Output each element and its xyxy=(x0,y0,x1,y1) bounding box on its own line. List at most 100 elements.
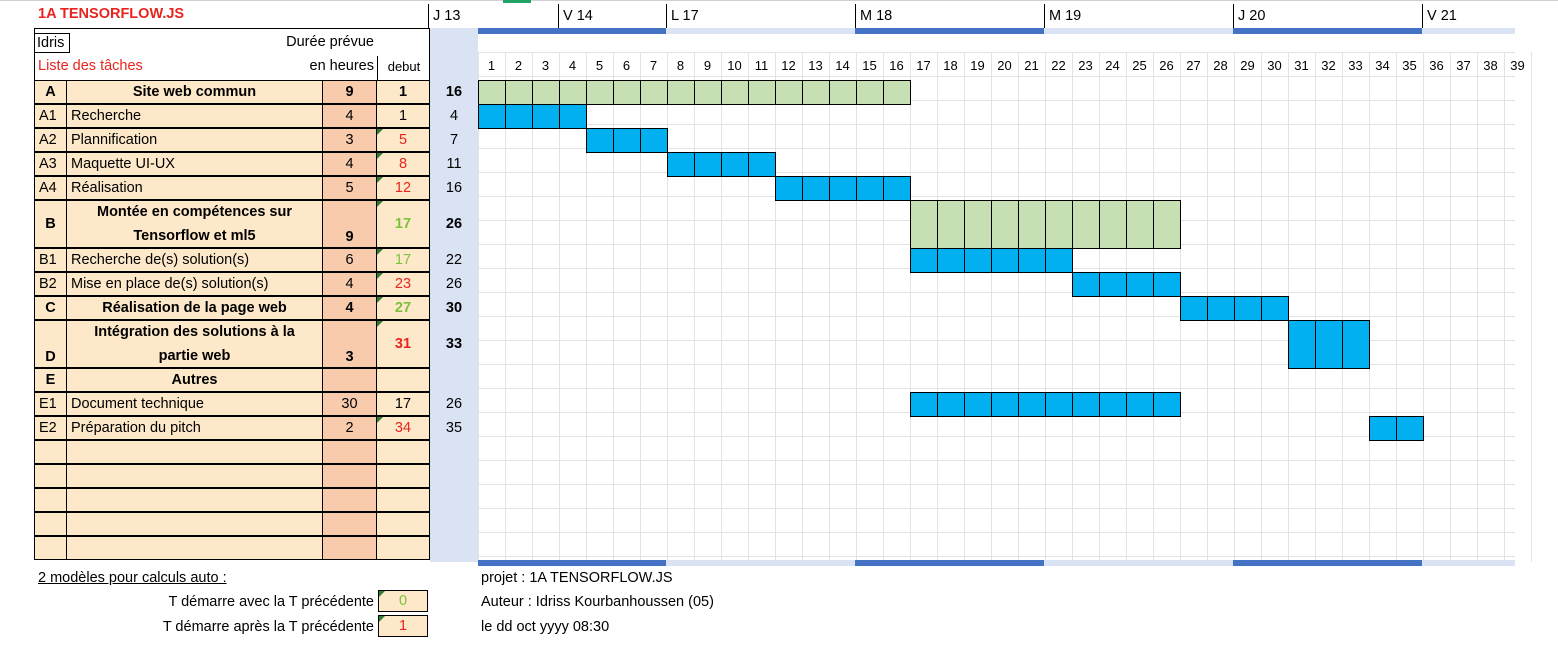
task-name-cell[interactable]: Préparation du pitch xyxy=(67,416,323,440)
task-id-cell[interactable]: E1 xyxy=(34,392,67,416)
task-start-cell[interactable]: 1 xyxy=(377,104,430,128)
task-duration-cell[interactable] xyxy=(323,512,377,536)
task-id-cell[interactable]: C xyxy=(34,296,67,320)
task-id-cell[interactable]: A1 xyxy=(34,104,67,128)
task-end-cell[interactable]: 16 xyxy=(445,180,463,196)
task-name-cell[interactable]: Mise en place de(s) solution(s) xyxy=(67,272,323,296)
task-duration-cell[interactable] xyxy=(323,464,377,488)
task-start-cell[interactable] xyxy=(377,464,430,488)
task-duration-cell[interactable]: 9 xyxy=(323,200,377,248)
task-duration-cell[interactable] xyxy=(323,488,377,512)
task-end-cell[interactable] xyxy=(430,464,478,488)
task-id-cell[interactable]: B1 xyxy=(34,248,67,272)
task-end-cell[interactable] xyxy=(430,368,478,392)
task-end-cell[interactable] xyxy=(430,512,478,536)
task-id-cell[interactable]: E xyxy=(34,368,67,392)
task-duration-cell[interactable]: 9 xyxy=(323,80,377,104)
task-end-cell[interactable]: 26 xyxy=(445,276,463,292)
task-duration-cell[interactable] xyxy=(323,536,377,560)
task-id-cell[interactable]: A3 xyxy=(34,152,67,176)
model1-value[interactable]: 0 xyxy=(378,590,428,612)
task-id-cell[interactable]: E2 xyxy=(34,416,67,440)
task-start-cell[interactable] xyxy=(377,440,430,464)
task-start-cell[interactable]: 17 xyxy=(377,392,430,416)
week-band xyxy=(1233,28,1422,34)
day-number: 33 xyxy=(1348,58,1363,73)
task-name-cell[interactable]: Plannification xyxy=(67,128,323,152)
task-start-cell[interactable]: 17 xyxy=(377,200,430,248)
task-duration-cell[interactable]: 4 xyxy=(323,104,377,128)
task-duration-cell[interactable]: 4 xyxy=(323,272,377,296)
gantt-day-cell xyxy=(1045,248,1073,273)
task-name-cell[interactable]: Maquette UI-UX xyxy=(67,152,323,176)
task-name-cell[interactable]: Document technique xyxy=(67,392,323,416)
task-name-cell[interactable]: Réalisation xyxy=(67,176,323,200)
task-end-cell[interactable]: 26 xyxy=(445,216,463,232)
task-end-cell[interactable]: 35 xyxy=(445,420,463,436)
task-duration-cell[interactable]: 30 xyxy=(323,392,377,416)
task-id-cell[interactable] xyxy=(34,536,67,560)
task-start-cell[interactable] xyxy=(377,536,430,560)
task-end-cell[interactable]: 16 xyxy=(445,84,463,100)
task-start-cell[interactable]: 5 xyxy=(377,128,430,152)
task-id-cell[interactable]: A4 xyxy=(34,176,67,200)
task-start-cell[interactable]: 12 xyxy=(377,176,430,200)
task-duration-cell[interactable]: 4 xyxy=(323,152,377,176)
task-duration-cell[interactable] xyxy=(323,368,377,392)
task-name-cell[interactable] xyxy=(67,536,323,560)
task-duration-cell[interactable]: 3 xyxy=(323,320,377,368)
task-duration-cell[interactable]: 4 xyxy=(323,296,377,320)
owner-cell[interactable]: Idris xyxy=(34,33,70,53)
task-start-cell[interactable] xyxy=(377,488,430,512)
task-id-cell[interactable]: B xyxy=(34,200,67,248)
task-start-cell[interactable] xyxy=(377,368,430,392)
task-end-cell[interactable] xyxy=(430,488,478,512)
task-name-cell[interactable]: Recherche xyxy=(67,104,323,128)
gantt-day-cell xyxy=(1099,392,1127,417)
task-end-cell[interactable]: 11 xyxy=(446,156,462,172)
task-start-cell[interactable]: 17 xyxy=(377,248,430,272)
task-end-cell[interactable]: 4 xyxy=(449,108,459,124)
task-duration-cell[interactable]: 3 xyxy=(323,128,377,152)
task-name-cell[interactable]: Site web commun xyxy=(67,80,323,104)
day-number: 7 xyxy=(649,58,658,73)
task-name-cell[interactable] xyxy=(67,512,323,536)
task-id-cell[interactable] xyxy=(34,488,67,512)
task-start-cell[interactable]: 23 xyxy=(377,272,430,296)
model2-value[interactable]: 1 xyxy=(378,615,428,637)
task-id-cell[interactable] xyxy=(34,440,67,464)
day-number: 6 xyxy=(622,58,631,73)
task-id-cell[interactable] xyxy=(34,512,67,536)
task-end-cell[interactable]: 33 xyxy=(445,336,463,352)
task-end-cell[interactable]: 30 xyxy=(445,300,463,316)
task-start-cell[interactable]: 1 xyxy=(377,80,430,104)
task-end-cell[interactable]: 22 xyxy=(445,252,463,268)
task-start-cell[interactable]: 8 xyxy=(377,152,430,176)
task-start-cell[interactable]: 27 xyxy=(377,296,430,320)
task-duration-cell[interactable]: 2 xyxy=(323,416,377,440)
task-name-cell[interactable]: Recherche de(s) solution(s) xyxy=(67,248,323,272)
task-id-cell[interactable] xyxy=(34,464,67,488)
task-id-cell[interactable]: A2 xyxy=(34,128,67,152)
task-duration-cell[interactable]: 6 xyxy=(323,248,377,272)
task-end-cell[interactable]: 7 xyxy=(449,132,459,148)
task-name-cell[interactable] xyxy=(67,464,323,488)
task-end-cell[interactable] xyxy=(430,536,478,560)
task-id-cell[interactable]: D xyxy=(34,320,67,368)
task-name-cell[interactable] xyxy=(67,488,323,512)
task-end-cell[interactable] xyxy=(430,440,478,464)
task-id-cell[interactable]: B2 xyxy=(34,272,67,296)
task-start-cell[interactable]: 31 xyxy=(377,320,430,368)
task-name-cell[interactable]: Autres xyxy=(67,368,323,392)
task-start-cell[interactable] xyxy=(377,512,430,536)
day-number: 22 xyxy=(1051,58,1066,73)
task-start-cell[interactable]: 34 xyxy=(377,416,430,440)
task-name-cell[interactable] xyxy=(67,440,323,464)
task-name-cell[interactable]: Réalisation de la page web xyxy=(67,296,323,320)
task-end-cell[interactable]: 26 xyxy=(445,396,463,412)
task-duration-cell[interactable]: 5 xyxy=(323,176,377,200)
task-id-cell[interactable]: A xyxy=(34,80,67,104)
task-duration-cell[interactable] xyxy=(323,440,377,464)
